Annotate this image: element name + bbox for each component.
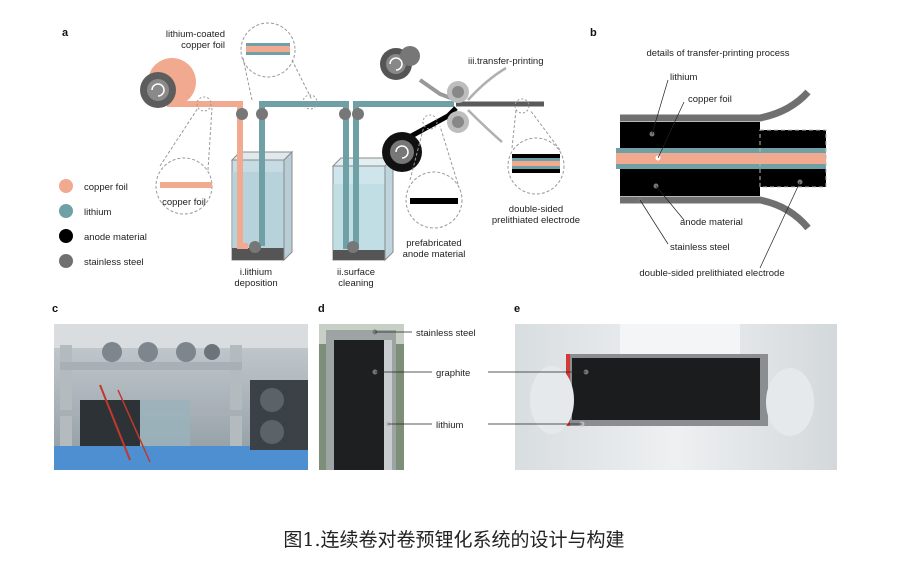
- legend: copper foil lithium anode material stain…: [59, 179, 147, 268]
- label-b-lithium: lithium: [670, 72, 698, 83]
- panel-e: e: [488, 303, 837, 470]
- legend-label-anode: anode material: [84, 232, 147, 243]
- callout-coated-foil: [240, 22, 318, 110]
- figure-caption: 图1.连续卷对卷预锂化系统的设计与构建: [283, 529, 624, 551]
- surface-cleaning-bath: [331, 156, 395, 262]
- label-d-graphite: graphite: [436, 368, 470, 379]
- label-copper-foil-callout: copper foil: [162, 197, 206, 208]
- legend-swatch-steel: [59, 254, 73, 268]
- callout-electrode: [507, 98, 565, 195]
- label-double-sided: double-sided: [509, 204, 563, 215]
- panel-c: c: [52, 303, 308, 470]
- label-transfer-printing: iii.transfer-printing: [468, 56, 544, 67]
- callout-prefab-anode: [405, 114, 463, 229]
- photo-electrode-sample: [319, 324, 404, 470]
- panel-label-c: c: [52, 303, 58, 315]
- label-prefabricated: prefabricated: [406, 238, 461, 249]
- upper-lithium-layer: [616, 148, 826, 153]
- legend-label-lithium: lithium: [84, 207, 112, 218]
- lower-lithium-layer: [616, 164, 826, 169]
- label-b-electrode: double-sided prelithiated electrode: [639, 268, 784, 279]
- label-b-copper: copper foil: [688, 94, 732, 105]
- legend-swatch-anode: [59, 229, 73, 243]
- panel-label-a: a: [62, 27, 69, 39]
- lower-anode: [620, 169, 760, 196]
- label-b-title: details of transfer-printing process: [646, 48, 789, 59]
- label-copper-foil-top: copper foil: [181, 40, 225, 51]
- electrode-frame: [759, 129, 827, 188]
- label-d-lithium: lithium: [436, 420, 464, 431]
- lower-steel: [620, 196, 811, 231]
- callout-copper-foil: [155, 96, 213, 215]
- copper-supply-roller: [140, 58, 196, 108]
- label-lithium-coated: lithium-coated: [166, 29, 225, 40]
- label-d-stainless-steel: stainless steel: [416, 328, 476, 339]
- lithium-foil-path: [259, 101, 454, 249]
- legend-swatch-lithium: [59, 204, 73, 218]
- panel-label-e: e: [514, 303, 520, 315]
- label-anode-material-prefab: anode material: [403, 249, 466, 260]
- photo-large-electrode: [515, 324, 837, 470]
- panel-d: d stainless steel graphite lithium: [318, 303, 476, 470]
- upper-anode: [620, 122, 760, 148]
- label-b-anode: anode material: [680, 217, 743, 228]
- label-prelithiated-electrode: prelithiated electrode: [492, 215, 580, 226]
- panel-label-d: d: [318, 303, 325, 315]
- steel-top-roller: [380, 46, 420, 80]
- label-stage-1-line1: i.lithium: [240, 267, 272, 278]
- legend-swatch-copper: [59, 179, 73, 193]
- anode-feed-path: [402, 106, 458, 143]
- panel-a: a: [59, 22, 580, 289]
- legend-label-steel: stainless steel: [84, 257, 144, 268]
- legend-label-copper: copper foil: [84, 182, 128, 193]
- label-b-steel: stainless steel: [670, 242, 730, 253]
- copper-core-layer: [616, 153, 826, 164]
- label-stage-2-line2: cleaning: [338, 278, 373, 289]
- label-stage-2-line1: ii.surface: [337, 267, 375, 278]
- label-stage-1-line2: deposition: [234, 278, 277, 289]
- anode-feed-roller: [382, 132, 422, 172]
- upper-steel: [620, 89, 811, 122]
- photo-roll-to-roll-system: [54, 324, 308, 470]
- transfer-rollers: [447, 81, 469, 133]
- panel-label-b: b: [590, 27, 597, 39]
- panel-b: b details of transfer-printing process l…: [590, 27, 827, 279]
